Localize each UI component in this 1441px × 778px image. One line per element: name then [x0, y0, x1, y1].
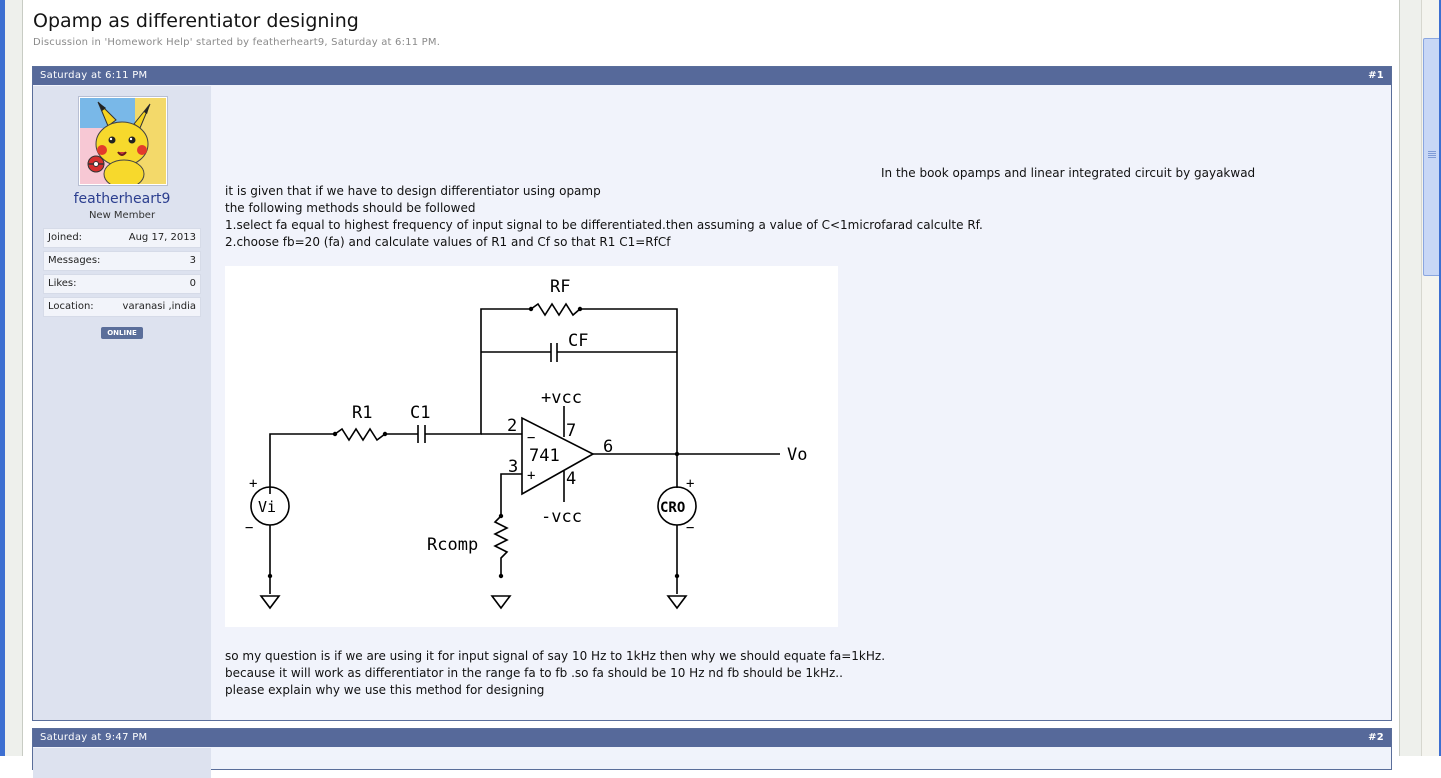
label-vcc-neg: -vcc: [541, 507, 582, 527]
label-rf: RF: [550, 277, 570, 297]
thread-title: Opamp as differentiator designing: [33, 10, 359, 32]
differentiator-circuit: RF CF R1 C1 +vcc -vcc 741 2 3 4 6 7 − + …: [245, 277, 807, 610]
post-text-line: 1.select fa equal to highest frequency o…: [225, 218, 983, 232]
post-text-line: it is given that if we have to design di…: [225, 184, 601, 198]
avatar[interactable]: [78, 96, 168, 189]
post-1: Saturday at 6:11 PM #1: [32, 66, 1392, 721]
post-text-line: please explain why we use this method fo…: [225, 683, 545, 697]
label-vi-minus: −: [245, 520, 253, 536]
stat-likes: Likes: 0: [43, 274, 201, 294]
user-info-panel: [33, 748, 211, 778]
user-stats: Joined: Aug 17, 2013 Messages: 3 Likes: …: [43, 228, 201, 320]
user-title: New Member: [88, 210, 156, 221]
label-vcc-pos: +vcc: [541, 388, 582, 408]
circuit-diagram-image[interactable]: RF CF R1 C1 +vcc -vcc 741 2 3 4 6 7 − + …: [225, 266, 838, 627]
post-text-block-after: so my question is if we are using it for…: [225, 648, 885, 699]
label-pin7: 7: [566, 421, 576, 441]
label-vi-plus: +: [249, 476, 257, 492]
label-vo: Vo: [787, 445, 807, 465]
user-info-panel: featherheart9 New Member Joined: Aug 17,…: [33, 86, 211, 720]
label-opamp-minus: −: [527, 430, 535, 446]
post-header: Saturday at 9:47 PM #2: [33, 729, 1391, 747]
stat-label: Location:: [48, 301, 94, 312]
label-vi: Vi: [258, 498, 276, 516]
stat-value: 0: [189, 278, 196, 289]
label-r1: R1: [352, 403, 372, 423]
window-right-frame: [1399, 0, 1422, 756]
label-pin6: 6: [603, 437, 613, 457]
post-text-first-line: In the book opamps and linear integrated…: [881, 166, 1256, 180]
label-opamp: 741: [529, 446, 560, 466]
stat-label: Joined:: [48, 232, 83, 243]
label-pin2: 2: [507, 416, 517, 436]
post-header: Saturday at 6:11 PM #1: [33, 67, 1391, 85]
post-text-block: it is given that if we have to design di…: [225, 183, 983, 251]
label-rcomp: Rcomp: [427, 535, 478, 555]
label-c1: C1: [410, 403, 430, 423]
post-2: Saturday at 9:47 PM #2: [32, 728, 1392, 778]
label-cro-minus: −: [686, 520, 694, 536]
stat-value[interactable]: 3: [189, 255, 196, 266]
post-content: In the book opamps and linear integrated…: [212, 86, 1391, 720]
stat-messages: Messages: 3: [43, 251, 201, 271]
post-text-line: because it will work as differentiator i…: [225, 666, 843, 680]
label-cro-plus: +: [686, 476, 694, 492]
post-number[interactable]: #1: [1368, 70, 1384, 81]
window-right-edge: [1439, 0, 1441, 756]
online-status-badge: ONLINE: [101, 327, 143, 339]
stat-joined: Joined: Aug 17, 2013: [43, 228, 201, 248]
post-date[interactable]: Saturday at 9:47 PM: [40, 732, 148, 743]
post-date[interactable]: Saturday at 6:11 PM: [40, 70, 148, 81]
post-text-line: so my question is if we are using it for…: [225, 649, 886, 663]
stat-label: Messages:: [48, 255, 101, 266]
stat-label: Likes:: [48, 278, 77, 289]
pikachu-avatar-image: [80, 98, 166, 189]
stat-value[interactable]: varanasi ,india: [122, 301, 196, 312]
post-text-line: 2.choose fb=20 (fa) and calculate values…: [225, 235, 671, 249]
label-pin3: 3: [508, 457, 518, 477]
label-pin4: 4: [566, 469, 576, 489]
username-link[interactable]: featherheart9: [73, 191, 171, 207]
post-number[interactable]: #2: [1368, 732, 1384, 743]
post-text-line: the following methods should be followed: [225, 201, 476, 215]
label-opamp-plus: +: [527, 468, 535, 484]
label-cf: CF: [568, 331, 588, 351]
thread-meta: Discussion in 'Homework Help' started by…: [33, 37, 441, 48]
label-cro: CRO: [660, 500, 685, 516]
vertical-scrollbar[interactable]: [1421, 0, 1441, 756]
stat-location: Location: varanasi ,india: [43, 297, 201, 317]
stat-value: Aug 17, 2013: [128, 232, 196, 243]
window-left-frame: [0, 0, 23, 756]
